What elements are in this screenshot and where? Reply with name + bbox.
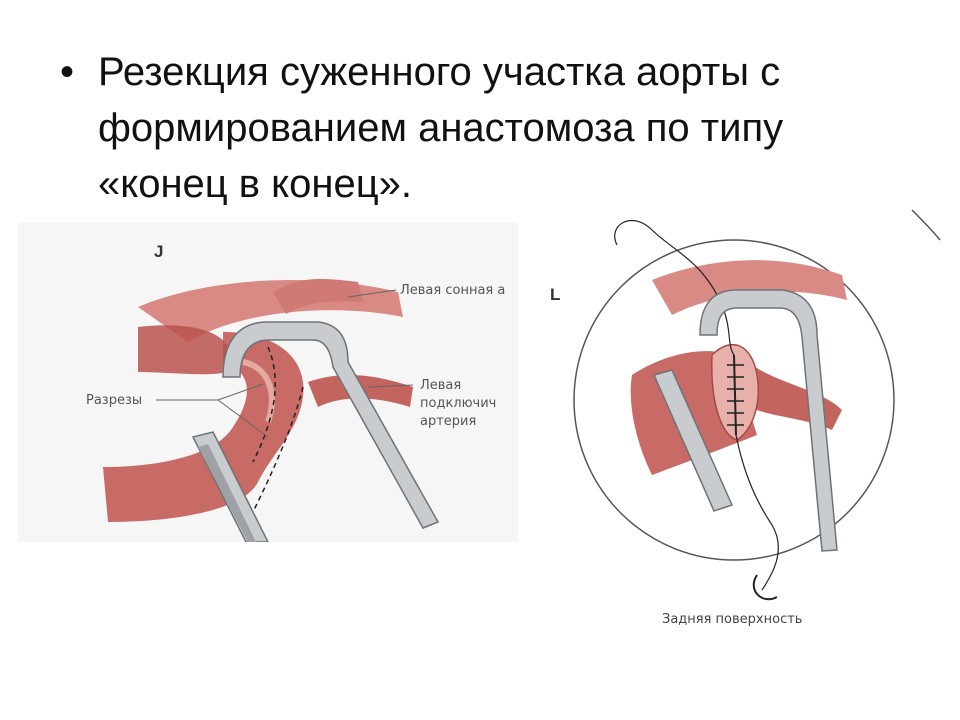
bullet-line-3: «конец в конец». bbox=[98, 162, 412, 206]
bullet-line-2: формированием анастомоза по типу bbox=[98, 106, 784, 150]
lower-clamp-shaft bbox=[198, 444, 256, 542]
label-subclavian-3: артерия bbox=[420, 414, 477, 429]
label-subclavian-1: Левая bbox=[420, 378, 462, 393]
suture-thread bbox=[614, 219, 779, 591]
leader-carotid bbox=[347, 289, 397, 298]
bullet-line-1: Резекция суженного участка аорты с bbox=[98, 50, 781, 94]
label-subclavian-2: подключич bbox=[420, 396, 497, 411]
panel-letter-j: J bbox=[154, 242, 164, 261]
panel-letter-l: L bbox=[550, 285, 561, 304]
illustration-anastomosis: L Задняя поверхность bbox=[522, 205, 942, 650]
label-left-carotid: Левая сонная а bbox=[400, 283, 506, 298]
upper-clamp bbox=[222, 321, 440, 529]
vessel-highlight bbox=[242, 359, 275, 423]
hook-clamp bbox=[699, 289, 838, 552]
magnifier-edge bbox=[911, 209, 941, 241]
suture-line bbox=[733, 354, 737, 436]
needle bbox=[752, 574, 778, 601]
cut-line-1 bbox=[252, 346, 276, 463]
aorta-resection-drawing bbox=[103, 279, 440, 542]
straight-clamp bbox=[652, 369, 734, 512]
bullet-marker: • bbox=[60, 50, 75, 94]
aortic-arch-r bbox=[652, 260, 847, 315]
suture-stitches bbox=[727, 364, 744, 426]
leader-cuts-a bbox=[217, 383, 264, 401]
illustration-resection: J Левая сонная а Разрезы Левая подключич… bbox=[18, 222, 518, 542]
bullet-item: • Резекция суженного участка аорты с фор… bbox=[60, 44, 900, 212]
cut-line-2 bbox=[247, 386, 304, 523]
proximal-segment bbox=[138, 325, 228, 375]
leader-subclavian bbox=[367, 384, 414, 388]
caption-posterior-surface: Задняя поверхность bbox=[662, 612, 803, 627]
label-cuts: Разрезы bbox=[86, 393, 143, 408]
anastomosis-drawing bbox=[573, 209, 941, 601]
descending-aorta bbox=[103, 332, 304, 522]
leader-cuts-b bbox=[217, 399, 269, 438]
carotid-artery bbox=[273, 279, 363, 314]
